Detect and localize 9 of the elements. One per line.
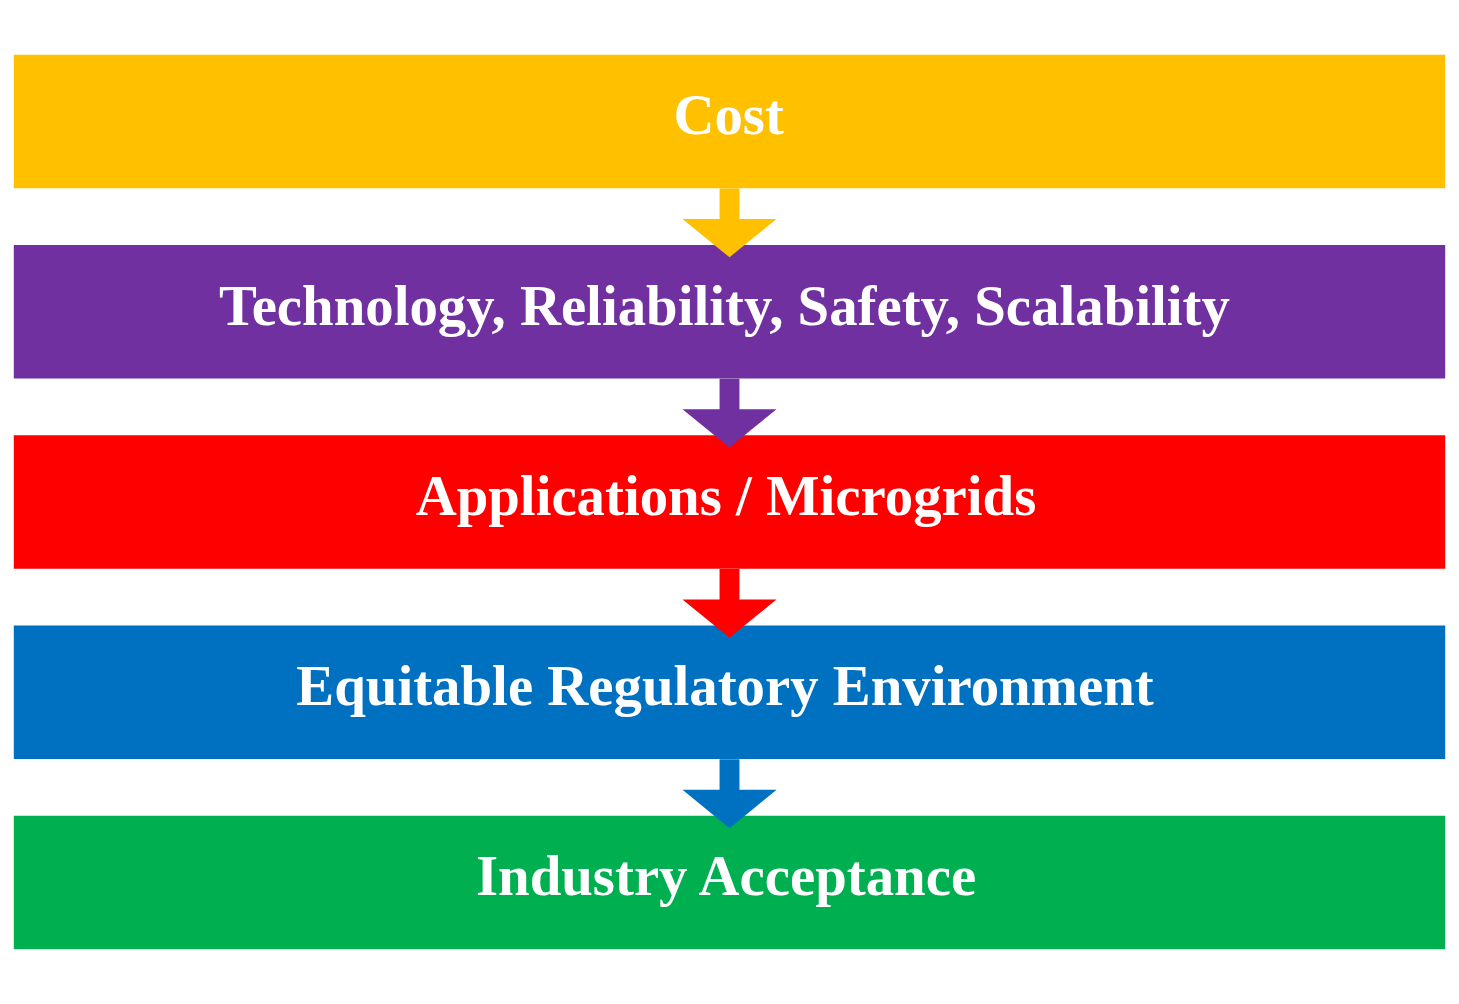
node-box: Equitable Regulatory Environment	[13, 625, 1446, 760]
node-box: Technology, Reliability, Safety, Scalability	[13, 244, 1446, 379]
arrow	[682, 188, 777, 258]
node-box: Industry Acceptance	[13, 815, 1446, 950]
arrow	[682, 759, 777, 829]
arrow	[682, 378, 777, 448]
node-box: Applications / Microgrids	[13, 435, 1446, 569]
arrow	[682, 569, 777, 638]
node-box: Cost	[13, 54, 1446, 189]
